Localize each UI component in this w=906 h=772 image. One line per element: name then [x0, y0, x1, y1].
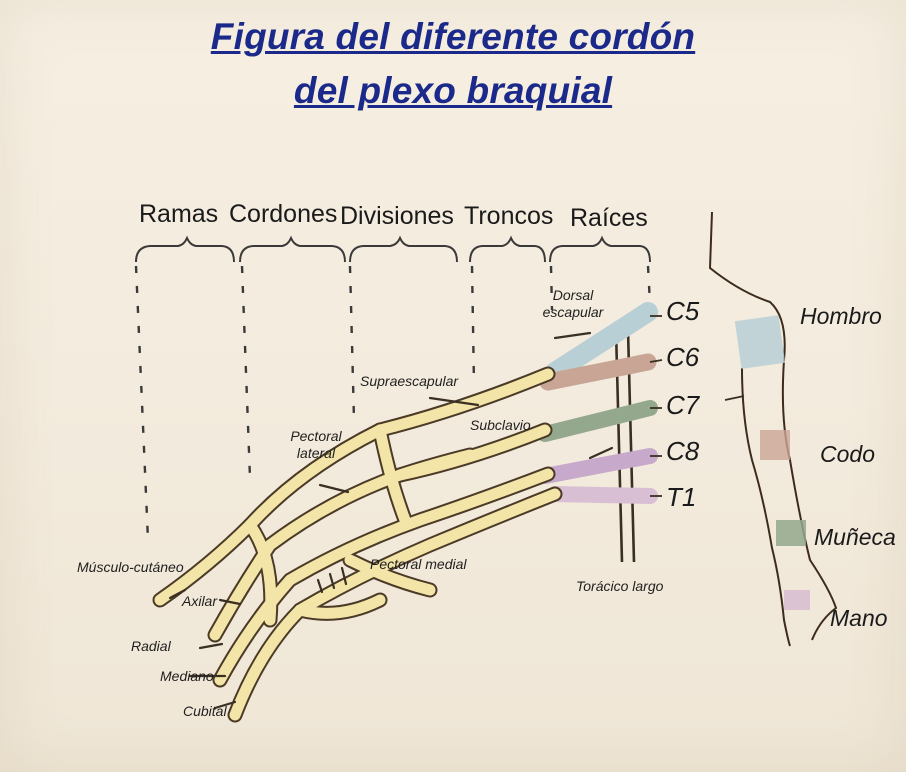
patch-hombro [735, 315, 785, 369]
label-toracico-largo: Torácico largo [576, 578, 663, 594]
bracket-divisiones [350, 238, 457, 262]
guide-raices-right [648, 266, 650, 304]
label-subclavio: Subclavio [470, 417, 531, 433]
bracket-ramas [136, 238, 234, 262]
label-axilar: Axilar [182, 593, 217, 609]
label-musculo-cutaneo: Músculo-cutáneo [77, 559, 184, 575]
guide-troncos [472, 266, 474, 385]
section-brackets [136, 238, 650, 262]
bracket-cordones [240, 238, 345, 262]
root-label-c6: C6 [666, 342, 699, 373]
label-pectoral-medial: Pectoral medial [370, 556, 467, 572]
patch-muneca [776, 520, 806, 546]
label-radial: Radial [131, 638, 171, 654]
root-label-c5: C5 [666, 296, 699, 327]
label-supraescapular: Supraescapular [360, 373, 458, 389]
root-label-c8: C8 [666, 436, 699, 467]
region-label-muneca: Muñeca [814, 524, 896, 551]
root-c7-segment [545, 408, 650, 434]
region-patches [735, 315, 810, 610]
neck-shoulder-line [710, 212, 836, 640]
root-label-t1: T1 [666, 482, 696, 513]
root-segments [545, 312, 650, 496]
root-c8-segment [545, 456, 650, 476]
guide-divisiones [350, 266, 354, 420]
root-label-c7: C7 [666, 390, 699, 421]
bracket-troncos [470, 238, 545, 262]
guide-cordones [242, 266, 250, 478]
root-t1-segment [555, 494, 650, 496]
region-label-hombro: Hombro [800, 303, 882, 330]
label-pectoral-lateral: Pectoral lateral [276, 428, 356, 462]
guide-ramas [136, 266, 148, 540]
region-label-codo: Codo [820, 441, 875, 468]
label-cubital: Cubital [183, 703, 227, 719]
bracket-raices [550, 238, 650, 262]
label-dorsal-escapular: Dorsal escapular [528, 287, 618, 321]
arm-outline [710, 212, 836, 646]
patch-codo [760, 430, 790, 460]
label-mediano: Mediano [160, 668, 214, 684]
region-label-mano: Mano [830, 605, 888, 632]
patch-mano [784, 590, 810, 610]
